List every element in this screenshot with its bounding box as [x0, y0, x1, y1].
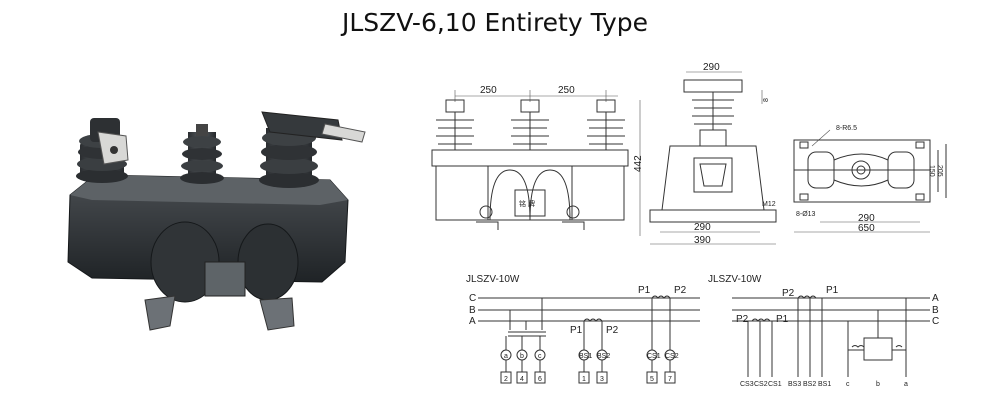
- terminal-c: c: [538, 353, 542, 360]
- dim-side-b: 205: [936, 165, 943, 177]
- terminal-cs2: CS2: [665, 353, 679, 360]
- bus-left-c: C: [469, 293, 476, 304]
- dim-side-small: 8: [763, 98, 770, 102]
- nameplate-label: 铭 牌: [519, 199, 535, 208]
- dim-left-250: 250: [480, 85, 497, 96]
- terminal-num-6: 6: [538, 376, 542, 383]
- terminal-num-3: 3: [600, 376, 604, 383]
- dim-slot: 8-R6.5: [836, 125, 857, 132]
- dim-m12: M12: [762, 201, 776, 208]
- terminal-bs1: BS1: [579, 353, 592, 360]
- terminal-bs2: BS2: [597, 353, 610, 360]
- dim-top-inner: 290: [858, 213, 875, 224]
- front-view-drawing: 250 250 442 铭 牌: [431, 85, 644, 236]
- terminal-bs1-r: BS1: [818, 381, 831, 388]
- wiring-right-p1-top: P1: [826, 285, 839, 296]
- terminal-b: b: [520, 353, 524, 360]
- bus-right-b: B: [932, 305, 939, 316]
- terminal-cs3: CS3: [740, 381, 754, 388]
- dim-hole: 8-Ø13: [796, 211, 816, 218]
- top-view-drawing: 8-R6.5 150 205 8-Ø13 290 650: [793, 125, 947, 234]
- side-view-drawing: 290 8 M12 290 390: [649, 62, 777, 246]
- wiring-diagram-left: JLSZV-10W C B A P1 P2 P1 P2 a b c BS1: [466, 274, 700, 384]
- dim-right-250: 250: [558, 85, 575, 96]
- wiring-diagram-right: JLSZV-10W A B C P2 P1 P2 P1 CS3 CS2 CS1 …: [708, 274, 939, 388]
- wiring-left-p2-mid: P2: [606, 325, 619, 336]
- wiring-left-p2-top: P2: [674, 285, 687, 296]
- bus-right-c: C: [932, 316, 939, 327]
- terminal-num-7: 7: [668, 376, 672, 383]
- bus-left-a: A: [469, 316, 476, 327]
- terminal-c-r: c: [846, 381, 850, 388]
- terminal-bs3: BS3: [788, 381, 801, 388]
- dim-height-442: 442: [633, 155, 644, 172]
- terminal-num-5: 5: [650, 376, 654, 383]
- bus-left-b: B: [469, 305, 476, 316]
- terminal-bs2-r: BS2: [803, 381, 816, 388]
- dim-side-a: 150: [928, 165, 935, 177]
- terminal-cs1: CS1: [647, 353, 661, 360]
- page-title: JLSZV-6,10 Entirety Type: [341, 8, 649, 37]
- wiring-right-model: JLSZV-10W: [708, 274, 762, 285]
- terminal-a: a: [504, 353, 508, 360]
- terminal-num-2: 2: [504, 376, 508, 383]
- wiring-right-p2-top: P2: [782, 288, 795, 299]
- terminal-cs2-r: CS2: [754, 381, 768, 388]
- wiring-left-p1-top: P1: [638, 285, 651, 296]
- terminal-a-r: a: [904, 381, 908, 388]
- terminal-num-1: 1: [582, 376, 586, 383]
- wiring-left-model: JLSZV-10W: [466, 274, 520, 285]
- dim-side-bottom-outer: 390: [694, 235, 711, 246]
- terminal-num-4: 4: [520, 376, 524, 383]
- terminal-cs1-r: CS1: [768, 381, 782, 388]
- bus-right-a: A: [932, 293, 939, 304]
- dim-side-top: 290: [703, 62, 720, 73]
- dim-top-outer: 650: [858, 223, 875, 234]
- wiring-right-p2-mid: P2: [736, 314, 749, 325]
- terminal-b-r: b: [876, 381, 880, 388]
- wiring-left-p1-mid: P1: [570, 325, 583, 336]
- dim-side-bottom-inner: 290: [694, 222, 711, 233]
- wiring-right-p1-mid: P1: [776, 314, 789, 325]
- transformer-photo: [67, 111, 366, 331]
